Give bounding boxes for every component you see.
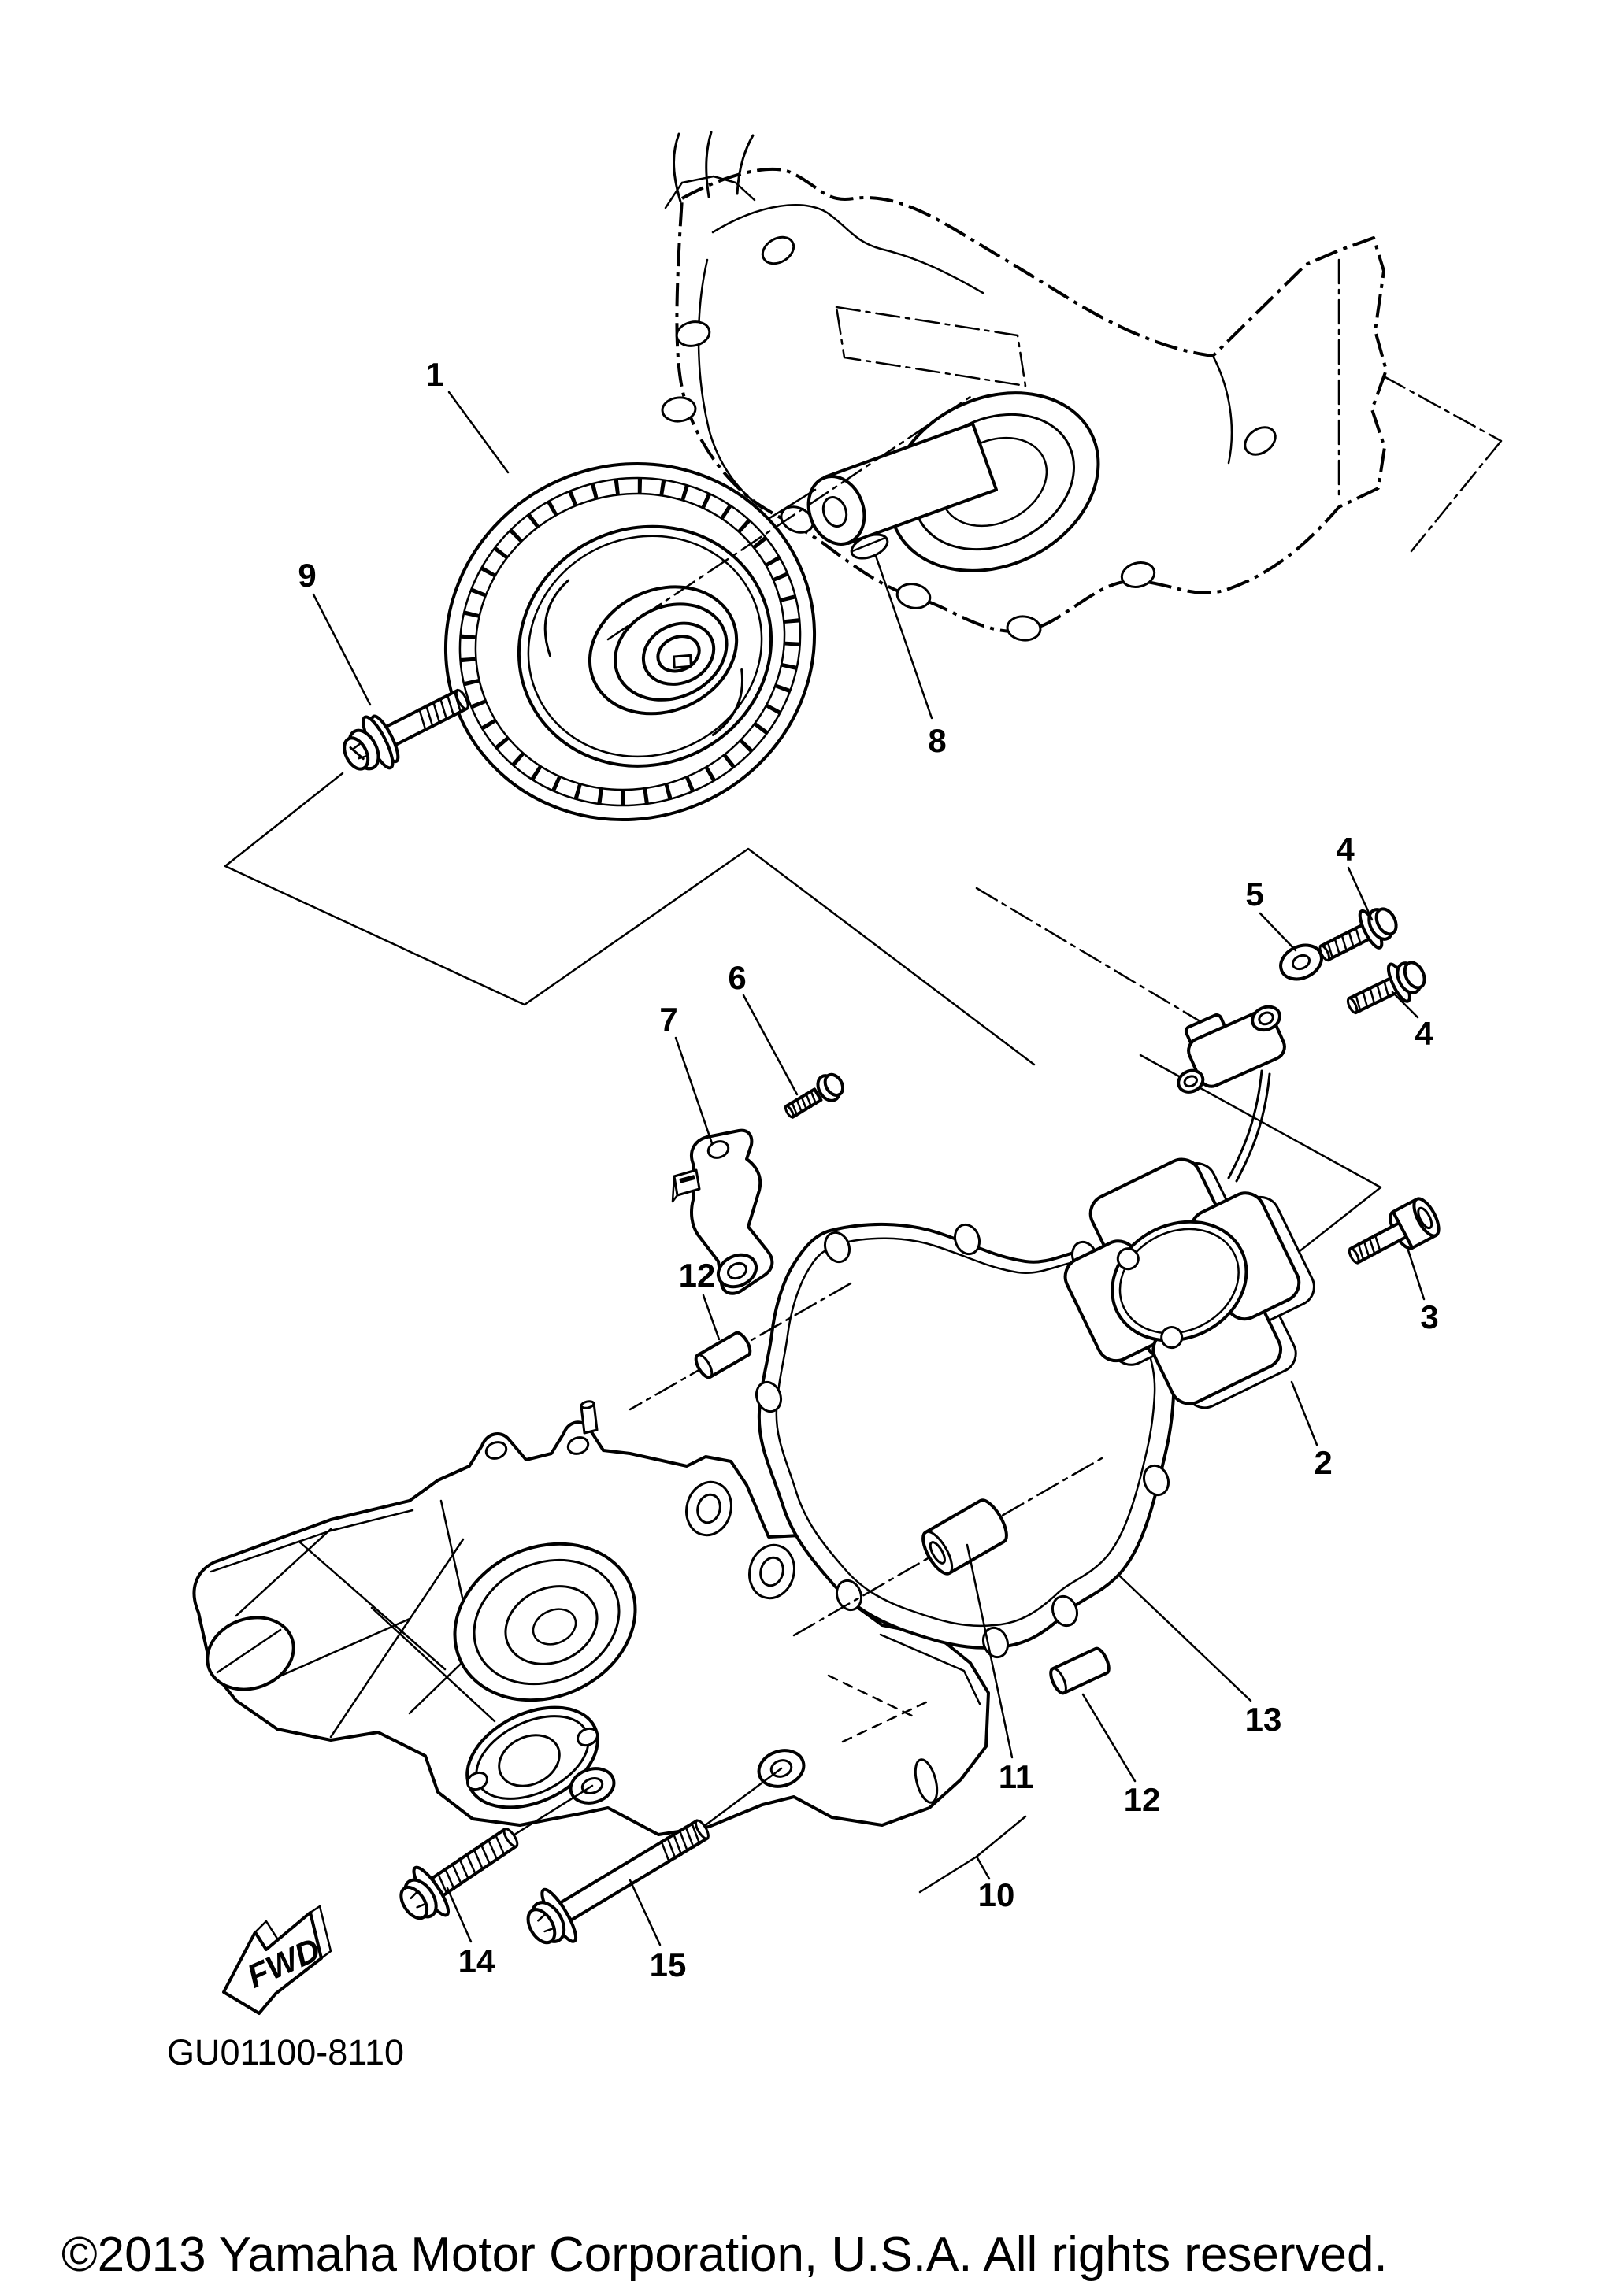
crankcase-outline	[661, 131, 1503, 642]
stator-bolt	[1348, 1197, 1441, 1265]
flange-bolt-14	[399, 1828, 519, 1920]
callout-11: 11	[999, 1758, 1033, 1795]
callout-4b: 4	[1415, 1015, 1433, 1052]
callout-15: 15	[650, 1946, 687, 1983]
pickup-centerline	[975, 887, 1208, 1027]
drawing-code: GU01100-8110	[167, 2032, 404, 2072]
cover-gasket	[755, 1222, 1176, 1659]
callout-2: 2	[1314, 1444, 1332, 1481]
woodruff-key	[850, 533, 889, 560]
callout-10: 10	[978, 1876, 1015, 1913]
callout-12a: 12	[679, 1257, 716, 1294]
pickup-screw-upper	[1318, 907, 1398, 962]
rotor-bolt	[343, 688, 469, 771]
crank-centerline	[606, 394, 974, 641]
callout-6: 6	[728, 959, 746, 996]
collar	[921, 1498, 1008, 1576]
fwd-arrow-icon: FWD	[222, 1905, 332, 2015]
callout-7: 7	[659, 1001, 677, 1038]
callout-9: 9	[298, 557, 316, 594]
pickup-coil	[1177, 1005, 1286, 1183]
stator-assembly	[1063, 1157, 1315, 1409]
callout-13: 13	[1245, 1701, 1282, 1738]
bolt14-guide	[510, 1784, 594, 1838]
callout-8: 8	[928, 722, 946, 759]
callout-5: 5	[1245, 876, 1263, 913]
pickup-screw-lower	[1346, 961, 1426, 1015]
callout-14: 14	[458, 1942, 495, 1979]
bolt15-guide	[702, 1767, 783, 1828]
callouts: 1 9 8 4 5 4 6 7 3 2 12 13 11 12 10 14 15	[298, 356, 1438, 1983]
callout-1: 1	[425, 356, 443, 393]
callout-3: 3	[1420, 1298, 1438, 1335]
leader-lines	[312, 391, 1426, 1946]
dowel-pin-upper	[694, 1331, 752, 1379]
coil-bracket	[671, 1128, 774, 1295]
callout-12b: 12	[1124, 1781, 1161, 1818]
flange-bolt-15	[526, 1819, 710, 1945]
copyright-text: ©2013 Yamaha Motor Corporation, U.S.A. A…	[61, 2227, 1388, 2282]
callout-4a: 4	[1336, 831, 1355, 868]
flywheel-rotor	[443, 461, 817, 822]
dowel-pin-lower	[1049, 1646, 1111, 1695]
plain-washer	[1279, 943, 1323, 981]
generator-bracket	[192, 1400, 990, 1836]
bracket-screw	[784, 1072, 845, 1119]
